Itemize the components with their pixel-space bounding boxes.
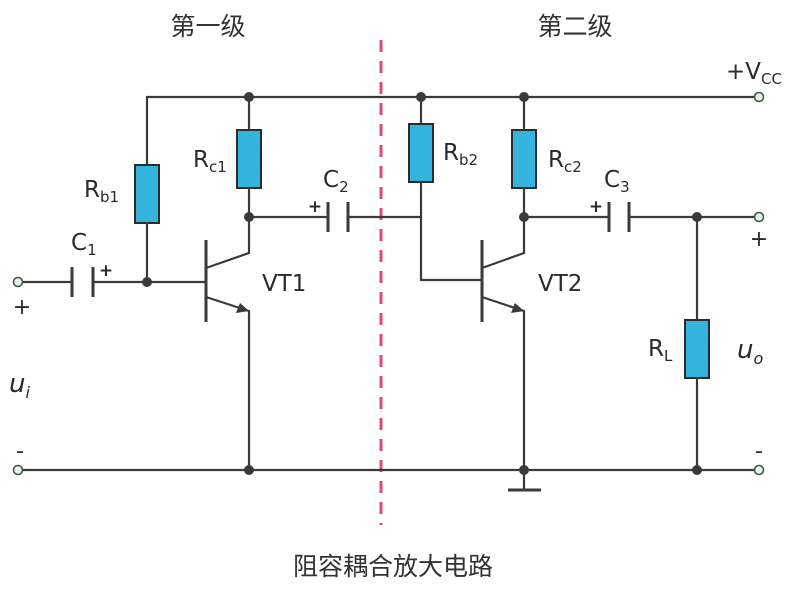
output-terminal-plus [753, 211, 765, 223]
c3-label: C3 [604, 167, 630, 196]
rc1-resistor [236, 129, 262, 189]
rc2-label: Rc2 [548, 147, 582, 176]
vt1-collector [204, 251, 251, 270]
output-voltage-label: uo [737, 335, 763, 368]
vt2-emitter-arrow [511, 303, 524, 313]
vcc-terminal [753, 91, 765, 103]
c2-polarity-mark: + [308, 197, 322, 217]
caption: 阻容耦合放大电路 [293, 552, 493, 581]
input-minus-label: - [16, 439, 24, 464]
c3-polarity-mark: + [589, 197, 603, 217]
junction-dot [244, 465, 254, 475]
junction-dot [692, 212, 702, 222]
rb1-label: Rb1 [84, 177, 119, 206]
junction-dot [519, 92, 529, 102]
rb2-resistor [408, 123, 434, 183]
rc2-resistor [511, 129, 537, 189]
vt1-label: VT1 [262, 271, 306, 297]
rb1-resistor [134, 164, 160, 224]
vcc-label: +VCC [726, 59, 782, 88]
stage2-title: 第二级 [537, 12, 612, 41]
junction-dot [519, 212, 529, 222]
output-plus-label: + [750, 227, 768, 252]
c2-label: C2 [323, 167, 349, 196]
stage1-title: 第一级 [170, 12, 245, 41]
rl-label: RL [648, 336, 673, 365]
junction-dot [416, 92, 426, 102]
junction-dot [142, 277, 152, 287]
c1-label: C1 [71, 230, 97, 259]
input-voltage-label: ui [9, 369, 30, 402]
vt2-label: VT2 [538, 271, 582, 297]
input-terminal-minus [12, 464, 24, 476]
output-minus-label: - [755, 439, 763, 464]
vt2-collector [480, 251, 526, 270]
junction-dot [244, 212, 254, 222]
c1-polarity-mark: + [99, 261, 113, 281]
junction-dot [692, 465, 702, 475]
rb2-label: Rb2 [443, 140, 478, 169]
junction-dot [244, 92, 254, 102]
rc1-label: Rc1 [193, 147, 227, 176]
vt1-emitter-arrow [236, 303, 249, 313]
rl-resistor [684, 319, 710, 379]
output-terminal-minus [753, 464, 765, 476]
junction-dot [519, 465, 529, 475]
input-plus-label: + [13, 295, 31, 320]
input-terminal-plus [12, 276, 24, 288]
